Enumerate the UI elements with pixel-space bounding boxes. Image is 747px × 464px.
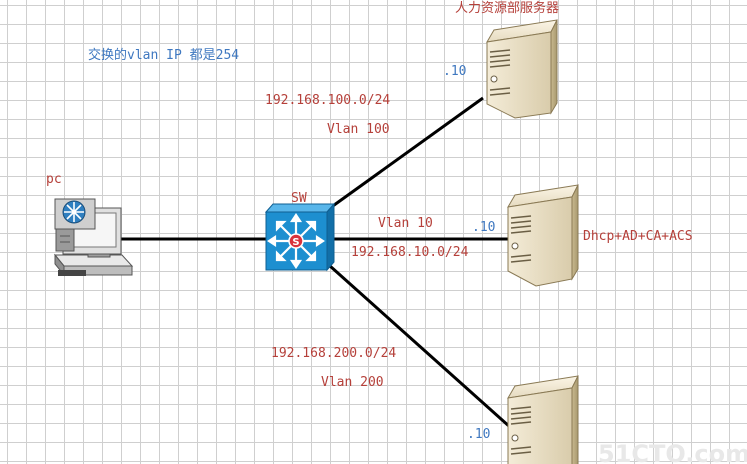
switch-label: SW: [291, 191, 307, 206]
bottom-server-host-ip: .10: [467, 427, 490, 442]
bottom-server-icon: .10: [467, 375, 579, 464]
pc-label: pc: [46, 172, 62, 187]
svg-text:S: S: [292, 237, 299, 248]
dhcp-link-subnet: 192.168.10.0/24: [351, 245, 469, 260]
dhcp-server-label: Dhcp+AD+CA+ACS: [583, 229, 693, 244]
hr-link-vlan: Vlan 100: [327, 122, 390, 137]
pc-icon: pc: [46, 172, 134, 277]
bottom-link-subnet: 192.168.200.0/24: [271, 346, 396, 361]
watermark: 51CTO.com: [598, 440, 747, 464]
link-switch-hr-server: [329, 96, 484, 210]
hr-server-host-ip: .10: [443, 64, 466, 79]
dhcp-server-host-ip: .10: [472, 220, 495, 235]
dhcp-link-vlan: Vlan 10: [378, 216, 433, 231]
bottom-link-vlan: Vlan 200: [321, 375, 384, 390]
link-switch-bottom-server: [328, 264, 512, 429]
hr-server-icon: 人力资源部服务器 .10: [443, 0, 559, 119]
switch-icon: SW S: [264, 191, 336, 272]
hr-server-label: 人力资源部服务器: [455, 0, 559, 16]
hr-link-subnet: 192.168.100.0/24: [265, 93, 390, 108]
dhcp-server-icon: Dhcp+AD+CA+ACS .10: [472, 184, 693, 287]
vlan-ip-note: 交换的vlan IP 都是254: [88, 47, 239, 63]
